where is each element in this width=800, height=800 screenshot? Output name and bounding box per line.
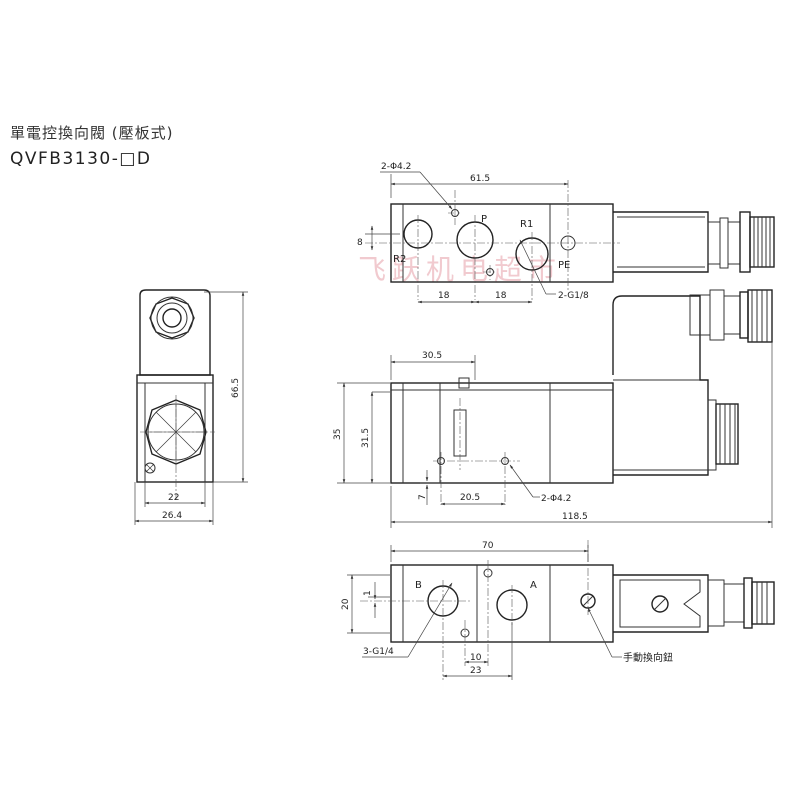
dim-top-width: 61.5: [470, 174, 490, 184]
dim-top-spacing-right: 18: [495, 291, 507, 301]
end-nut: [149, 297, 195, 339]
dim-end-inner-width: 22: [168, 493, 179, 503]
dim-bottom-height: 20: [341, 598, 351, 610]
end-body: [136, 374, 214, 483]
dim-bottom-spacing-small: 10: [470, 653, 482, 663]
dim-end-outer-width: 26.4: [162, 511, 182, 521]
end-hex: [145, 399, 207, 465]
dim-top-spacing-left: 18: [438, 291, 450, 301]
dim-bottom-length: 70: [482, 541, 494, 551]
label-front-holes: 2-Φ4.2: [541, 494, 571, 504]
bottom-body: [390, 564, 614, 643]
label-port-p: P: [481, 214, 487, 225]
front-body: [390, 382, 614, 484]
bottom-view: B A 70 20 1 10 23 3-G1/4 手動換向鈕: [341, 540, 775, 680]
label-port-b: B: [415, 580, 422, 591]
dim-bottom-offset: 1: [363, 590, 373, 596]
dim-front-overall-length: 118.5: [562, 512, 588, 522]
label-manual-override: 手動換向鈕: [623, 651, 673, 664]
model-number: QVFB3130-□D: [10, 149, 152, 169]
dim-front-inner-height: 31.5: [361, 428, 371, 448]
dim-end-height: 66.5: [231, 378, 241, 398]
dim-front-height: 35: [333, 429, 343, 440]
top-view: P R1 R2 PE 61.5 2-Φ4.2 8 18 18 2-G1/8: [357, 162, 775, 304]
end-view: 66.5 22 26.4: [134, 289, 248, 525]
dim-bottom-spacing-large: 23: [470, 666, 481, 676]
front-view: 30.5 35 31.5 7 20.5 2-Φ4.2 118.5: [333, 289, 773, 528]
dim-top-offset: 8: [357, 238, 363, 248]
label-port-r2: R2: [393, 254, 406, 265]
dim-front-hole-spacing: 20.5: [460, 493, 480, 503]
front-coil: [612, 295, 709, 476]
dim-front-bottom-offset: 7: [418, 494, 428, 500]
label-top-holes: 2-Φ4.2: [381, 162, 411, 172]
label-port-r1: R1: [520, 219, 533, 230]
dim-front-top: 30.5: [422, 351, 442, 361]
top-coil: [613, 211, 709, 273]
label-port-pe: PE: [558, 260, 570, 271]
label-top-thread: 2-G1/8: [558, 291, 589, 301]
product-name: 單電控換向閥 (壓板式): [10, 124, 174, 142]
label-port-a: A: [530, 580, 537, 591]
label-bottom-thread: 3-G1/4: [363, 647, 394, 657]
title-block: 單電控換向閥 (壓板式) QVFB3130-□D: [10, 122, 173, 169]
end-coil: [139, 289, 211, 376]
